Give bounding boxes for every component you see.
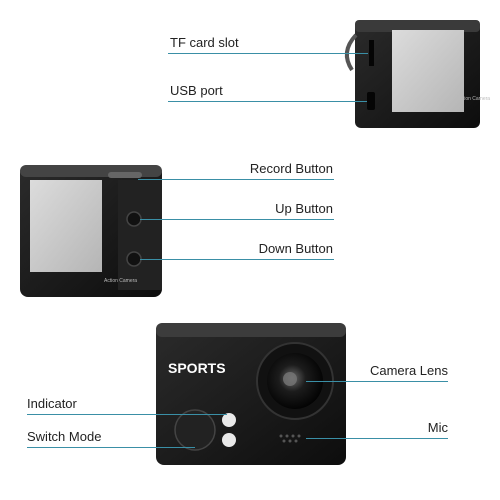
label-switch-mode: Switch Mode xyxy=(27,429,102,444)
indicator-light-shape xyxy=(222,413,236,427)
label-tf-card-slot: TF card slot xyxy=(170,35,239,50)
leader-mic xyxy=(306,438,448,439)
tf-card-slot-shape xyxy=(369,40,374,66)
back-screen-text: Action Camera xyxy=(104,278,137,284)
usb-port-shape xyxy=(367,92,375,110)
label-down-button: Down Button xyxy=(258,241,333,256)
camera-front-view: SPORTS xyxy=(156,323,346,465)
leader-record xyxy=(138,179,334,180)
down-button-shape xyxy=(126,251,142,267)
up-button-shape xyxy=(126,211,142,227)
label-mic: Mic xyxy=(427,420,448,435)
camera-side-view: Action Camera xyxy=(344,20,490,128)
leader-down xyxy=(140,259,334,260)
label-up-button: Up Button xyxy=(275,201,333,216)
side-view-screen xyxy=(392,30,464,112)
switch-mode-button-shape xyxy=(174,409,216,451)
mic-holes-shape xyxy=(279,434,301,443)
camera-back-view: Action Camera xyxy=(20,165,162,297)
leader-up xyxy=(140,219,334,220)
leader-indicator xyxy=(27,414,227,415)
brand-text: SPORTS xyxy=(168,360,226,376)
label-record-button: Record Button xyxy=(249,161,333,176)
leader-lens xyxy=(306,381,448,382)
label-camera-lens: Camera Lens xyxy=(369,363,448,378)
leader-switch xyxy=(27,447,195,448)
record-button-shape xyxy=(108,172,142,178)
side-screen-text: Action Camera xyxy=(457,96,490,102)
label-indicator: Indicator xyxy=(27,396,77,411)
leader-usb xyxy=(168,101,367,102)
back-view-screen xyxy=(30,180,102,272)
label-usb-port: USB port xyxy=(170,83,223,98)
leader-tf-card xyxy=(168,53,368,54)
